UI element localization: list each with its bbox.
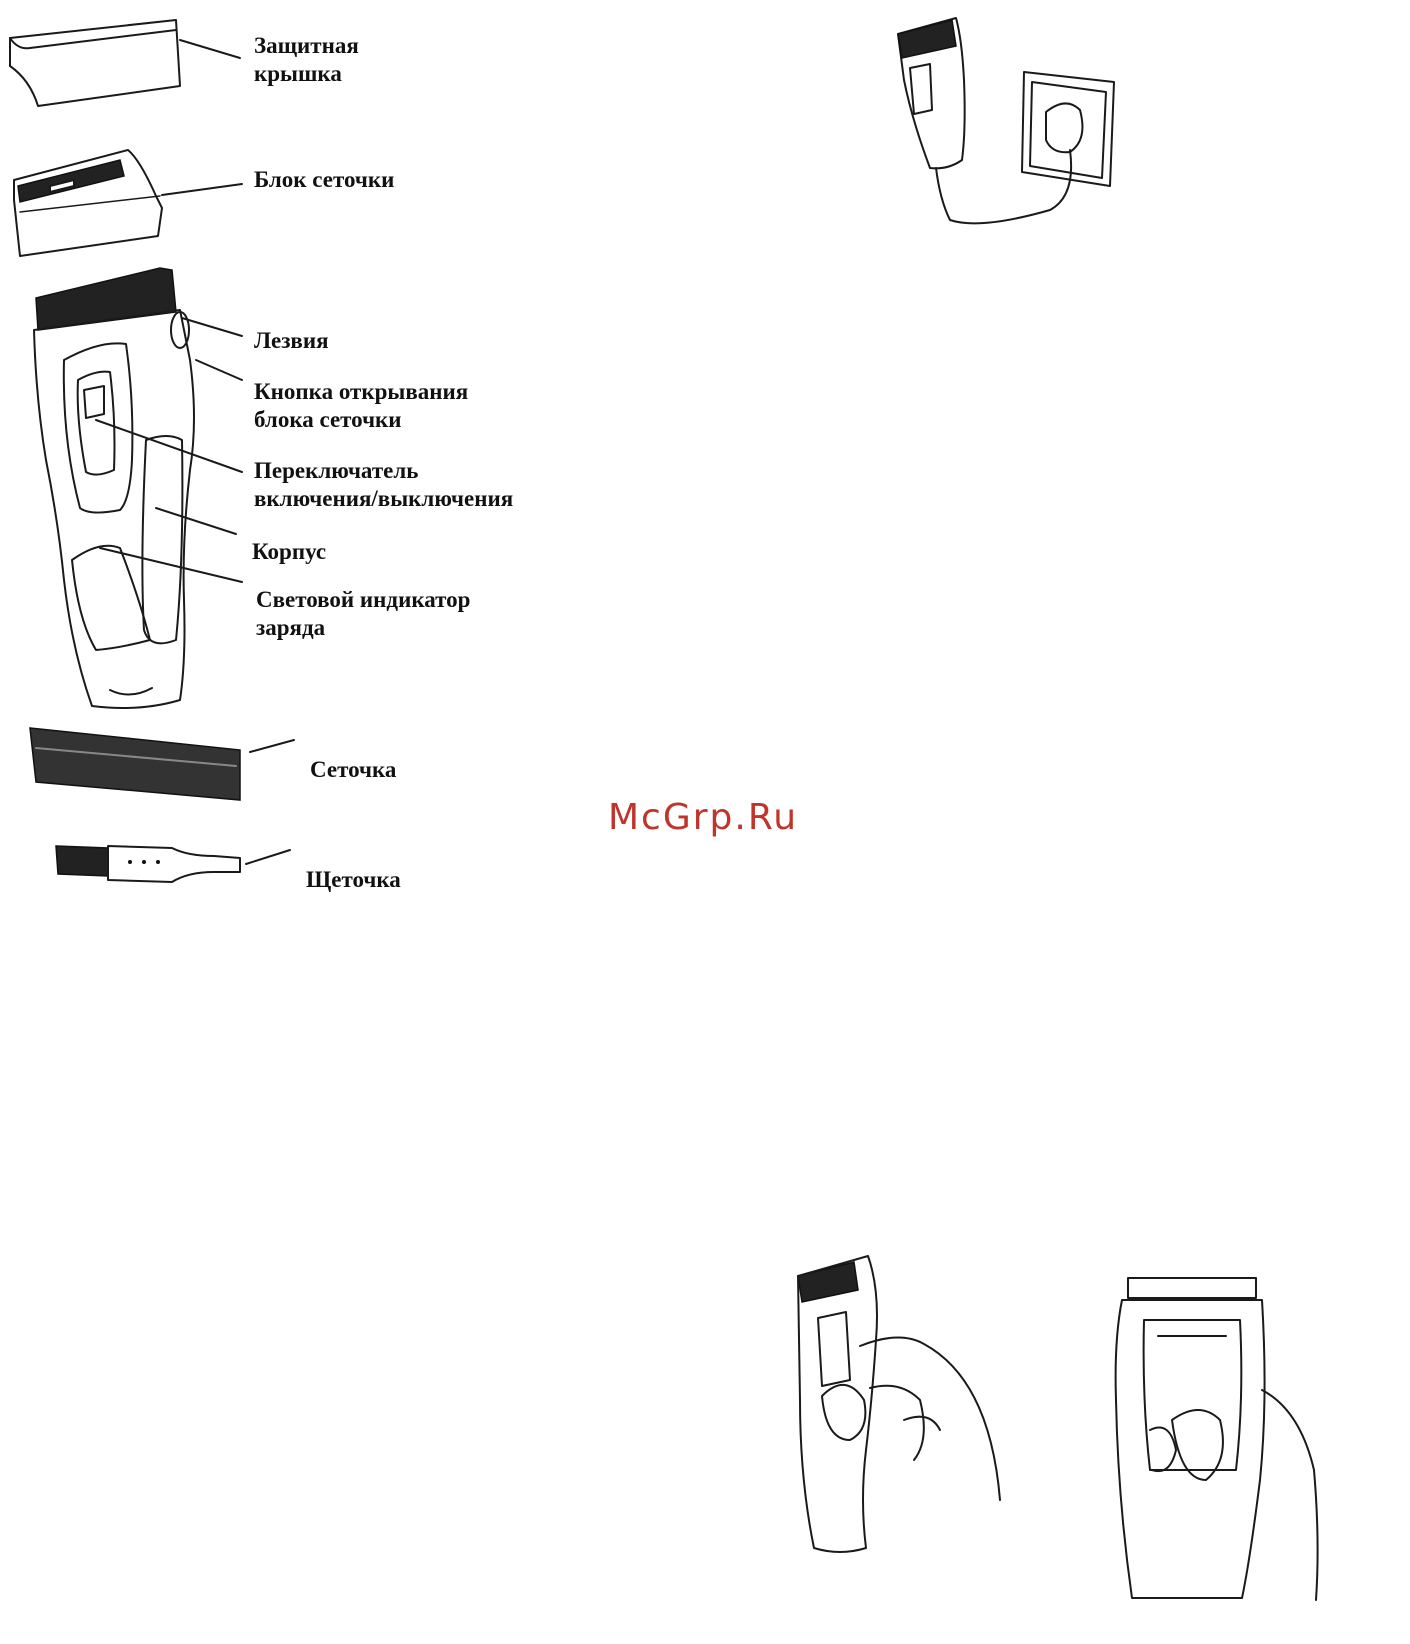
foil-block-drawing (14, 150, 242, 256)
charge-indicator-label-line-1: Световой индикатор (256, 586, 470, 614)
brush-drawing (56, 846, 290, 882)
cover-label: Защитная крышка (254, 32, 359, 88)
charging-illustration (898, 18, 1114, 223)
foil-label: Сеточка (310, 756, 396, 784)
power-switch-label-line-1: Переключатель (254, 457, 513, 485)
power-switch-label-line-2: включения/выключения (254, 485, 513, 513)
charge-indicator-label-line-2: заряда (256, 614, 470, 642)
power-switch-label: Переключатель включения/выключения (254, 457, 513, 513)
cover-label-line-1: Защитная (254, 32, 359, 60)
watermark: McGrp.Ru (608, 797, 798, 838)
brush-label: Щеточка (306, 866, 401, 894)
body-label: Корпус (252, 538, 326, 566)
protective-cover-drawing (10, 20, 240, 106)
opening-foil-hand-illustration (798, 1256, 1000, 1552)
release-button-label: Кнопка открывания блока сеточки (254, 378, 468, 434)
blades-label: Лезвия (254, 327, 329, 355)
release-button-label-line-2: блока сеточки (254, 406, 468, 434)
charge-indicator-label: Световой индикатор заряда (256, 586, 470, 642)
open-foil-hand-illustration (1116, 1278, 1318, 1600)
foil-drawing (30, 728, 294, 800)
foil-block-label: Блок сеточки (254, 166, 394, 194)
shaver-body-drawing (34, 268, 242, 708)
release-button-label-line-1: Кнопка открывания (254, 378, 468, 406)
cover-label-line-2: крышка (254, 60, 359, 88)
